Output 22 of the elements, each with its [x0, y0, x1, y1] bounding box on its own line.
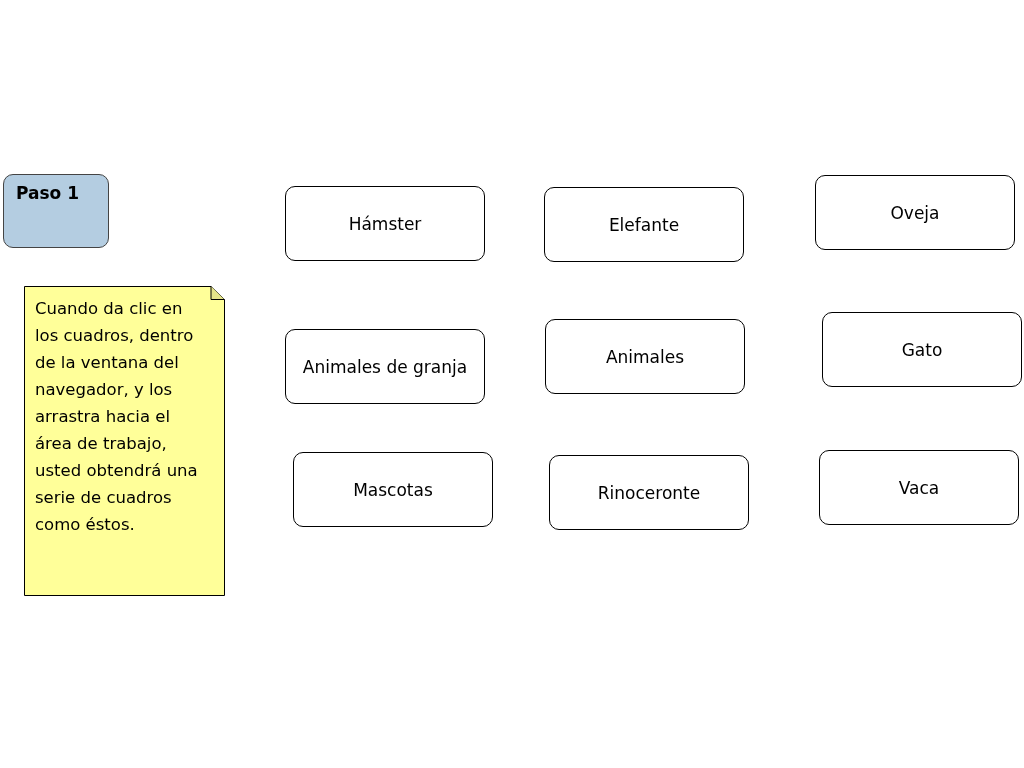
category-box [819, 450, 1019, 525]
box-label: Hámster [348, 213, 422, 234]
category-box [545, 319, 745, 394]
category-box [285, 329, 485, 404]
note-card [24, 286, 225, 596]
box-label: Elefante [608, 214, 680, 235]
box-label: Animales [605, 346, 685, 367]
box-label: Animales de granja [302, 356, 468, 377]
step-box [3, 174, 109, 248]
category-box [293, 452, 493, 527]
category-box [822, 312, 1022, 387]
box-label: Mascotas [353, 479, 433, 500]
box-label: Gato [901, 339, 943, 360]
category-box [285, 186, 485, 261]
box-label: Oveja [890, 202, 940, 223]
category-box [815, 175, 1015, 250]
note-text: Cuando da clic en los cuadros, dentro de la ventana del navegador, y los arrastra hacia el área de trabajo, usted obtendrá una serie de cuadros como éstos. [35, 299, 198, 534]
box-label: Vaca [898, 477, 940, 498]
box-label: Paso 1 [16, 183, 80, 203]
category-box [549, 455, 749, 530]
category-box [544, 187, 744, 262]
box-label: Rinoceronte [597, 482, 701, 503]
